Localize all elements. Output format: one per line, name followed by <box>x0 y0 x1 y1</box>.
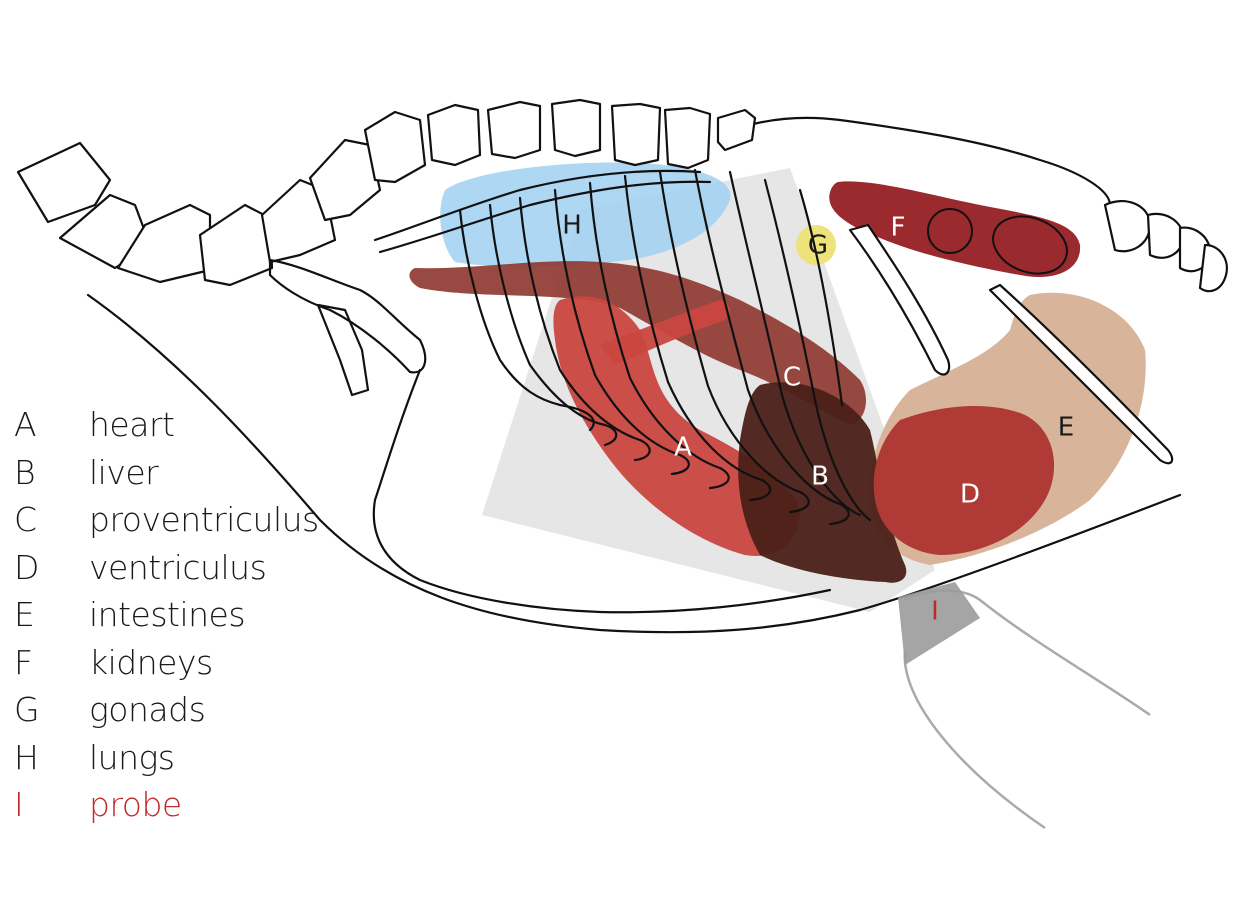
legend-label: ventriculus <box>89 548 266 587</box>
label-f: F <box>891 213 906 243</box>
legend-item-kidneys: F kidneys <box>14 643 354 691</box>
legend-item-gonads: G gonads <box>14 690 354 738</box>
label-c: C <box>783 363 801 393</box>
legend-key: H <box>14 738 54 777</box>
legend-item-proventriculus: C proventriculus <box>14 500 354 548</box>
label-d: D <box>960 480 980 510</box>
legend-label: liver <box>89 453 158 492</box>
coracoid <box>318 305 368 395</box>
legend-key: D <box>14 548 54 587</box>
legend-key: E <box>14 595 54 634</box>
legend-item-probe: I probe <box>14 785 354 833</box>
legend-key: I <box>14 785 54 824</box>
legend-key: C <box>14 500 54 539</box>
legend-item-liver: B liver <box>14 453 354 501</box>
legend-label: intestines <box>89 595 245 634</box>
legend-label: probe <box>89 785 182 824</box>
legend-item-intestines: E intestines <box>14 595 354 643</box>
label-a: A <box>674 433 692 463</box>
tail-vertebrae <box>1105 201 1227 291</box>
label-i: I <box>931 597 939 627</box>
legend-label: heart <box>89 405 174 444</box>
label-b: B <box>811 462 829 492</box>
legend-item-lungs: H lungs <box>14 738 354 786</box>
legend-label: lungs <box>89 738 175 777</box>
legend-label: kidneys <box>89 643 213 682</box>
label-g: G <box>808 231 828 261</box>
label-h: H <box>562 211 582 241</box>
legend-label: proventriculus <box>89 500 319 539</box>
legend-label: gonads <box>89 690 205 729</box>
legend: A heart B liver C proventriculus D ventr… <box>14 405 354 833</box>
legend-item-heart: A heart <box>14 405 354 453</box>
legend-key: G <box>14 690 54 729</box>
label-e: E <box>1058 413 1074 443</box>
legend-key: B <box>14 453 54 492</box>
legend-key: F <box>14 643 54 682</box>
legend-key: A <box>14 405 54 444</box>
probe-body-lower <box>905 650 1045 828</box>
legend-item-ventriculus: D ventriculus <box>14 548 354 596</box>
